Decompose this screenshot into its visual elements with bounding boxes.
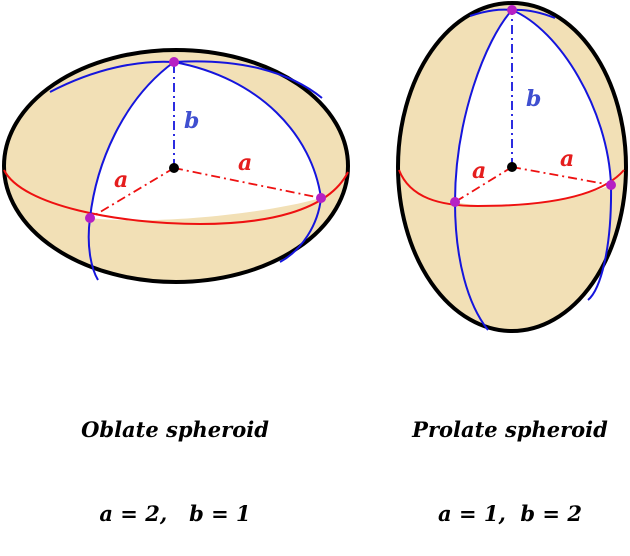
- oblate-pole-point: [169, 57, 179, 67]
- oblate-equator-point-right: [316, 193, 326, 203]
- prolate-pole-point: [507, 5, 517, 15]
- oblate-axis-a-left: [89, 167, 175, 219]
- oblate-label-a-right: a: [238, 150, 252, 176]
- prolate-caption: Prolate spheroid a = 1, b = 2: [380, 360, 630, 556]
- oblate-caption-params: a = 2, b = 1: [99, 501, 251, 526]
- prolate-meridian-front: [453, 9, 513, 331]
- prolate-caption-params: a = 1, b = 2: [438, 501, 582, 526]
- prolate-label-b: b: [526, 86, 541, 112]
- prolate-equator-point-left: [450, 197, 460, 207]
- oblate-meridian-front: [87, 61, 175, 281]
- oblate-caption-name: Oblate spheroid: [81, 417, 269, 442]
- prolate-axis-a-left: [454, 166, 513, 203]
- prolate-equator-point-right: [606, 180, 616, 190]
- prolate-label-a-left: a: [472, 158, 486, 184]
- oblate-label-b: b: [184, 108, 199, 134]
- oblate-axis-a-right: [173, 167, 322, 199]
- prolate-meridian-side: [511, 9, 613, 301]
- oblate-equator: [3, 169, 349, 226]
- prolate-spheroid: b a a: [396, 1, 628, 333]
- prolate-front-cutaway: [455, 10, 611, 206]
- oblate-caption: Oblate spheroid a = 2, b = 1: [40, 360, 310, 556]
- prolate-center-point: [507, 162, 517, 172]
- prolate-label-a-right: a: [560, 146, 574, 172]
- oblate-spheroid: b a a: [2, 48, 350, 284]
- prolate-axis-a-right: [511, 166, 612, 186]
- oblate-meridian-side: [173, 61, 323, 263]
- spheroid-figure: b a a b a a: [2, 1, 628, 333]
- prolate-equator: [398, 169, 625, 208]
- oblate-label-a-left: a: [114, 167, 128, 193]
- oblate-equator-point-left: [85, 213, 95, 223]
- oblate-center-point: [169, 163, 179, 173]
- prolate-caption-name: Prolate spheroid: [412, 417, 608, 442]
